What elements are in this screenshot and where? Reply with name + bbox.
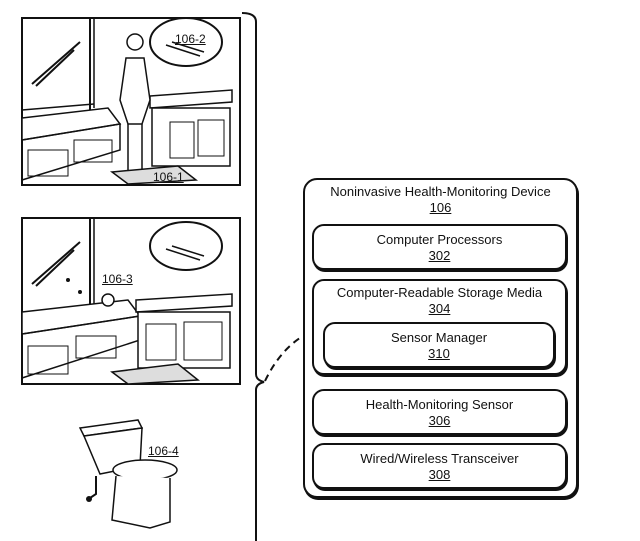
scene-bathroom-person xyxy=(21,17,241,186)
label-106-2: 106-2 xyxy=(175,32,206,46)
component-title: Health-Monitoring Sensor xyxy=(365,397,514,412)
component-number: 308 xyxy=(428,467,451,482)
bathing-person-icon xyxy=(101,293,115,307)
label-106-1: 106-1 xyxy=(153,170,184,184)
label-106-4: 106-4 xyxy=(148,444,179,458)
smart-mirror-icon xyxy=(149,17,223,67)
component-number: 306 xyxy=(428,413,451,428)
device-number: 106 xyxy=(429,200,452,215)
component-transceiver: Wired/Wireless Transceiver 308 xyxy=(312,443,567,489)
smart-rug-icon xyxy=(109,165,199,185)
vanity-icon xyxy=(135,293,233,313)
component-computer-processors: Computer Processors 302 xyxy=(312,224,567,270)
vanity-icon xyxy=(149,89,233,109)
component-number: 302 xyxy=(428,248,451,263)
mirror-icon xyxy=(149,221,223,271)
component-title: Sensor Manager xyxy=(390,330,488,345)
device-title: Noninvasive Health-Monitoring Device xyxy=(330,184,551,199)
component-number: 310 xyxy=(428,346,450,361)
component-health-monitoring-sensor: Health-Monitoring Sensor 306 xyxy=(312,389,567,435)
window-glare-icon xyxy=(31,241,81,287)
window-glare-icon xyxy=(31,41,81,87)
group-bracket xyxy=(241,12,265,541)
component-number: 304 xyxy=(428,301,451,316)
label-106-3: 106-3 xyxy=(102,272,133,286)
rug-icon xyxy=(110,363,200,385)
component-title: Computer Processors xyxy=(376,232,503,247)
component-title: Computer-Readable Storage Media xyxy=(336,285,543,300)
component-title: Wired/Wireless Transceiver xyxy=(360,451,519,466)
toilet-icon xyxy=(78,419,178,529)
person-icon xyxy=(119,33,151,170)
scene-bathroom-bathtub xyxy=(21,217,241,385)
dashed-connector xyxy=(264,335,304,382)
component-sensor-manager: Sensor Manager 310 xyxy=(323,322,555,368)
